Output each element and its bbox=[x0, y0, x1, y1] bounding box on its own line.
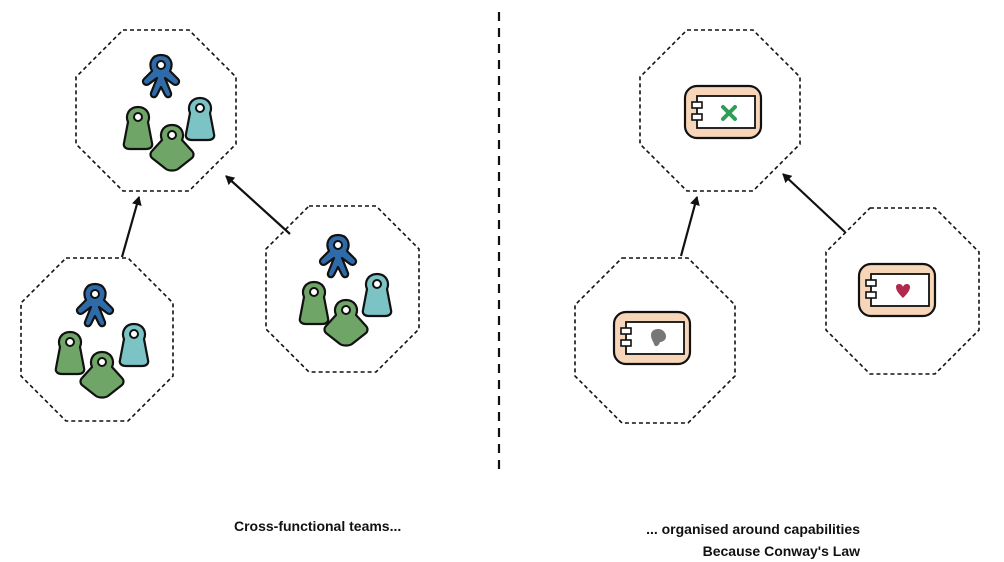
person-green-icon bbox=[122, 105, 154, 151]
person-green-icon bbox=[298, 280, 330, 326]
person-teal-icon bbox=[118, 322, 150, 368]
heart-icon bbox=[896, 284, 910, 298]
x-mark-icon bbox=[721, 105, 737, 121]
person-teal-icon bbox=[184, 96, 216, 142]
component-box bbox=[683, 84, 763, 140]
arrow-cap-left-to-top bbox=[679, 196, 700, 257]
capability-bottom-left bbox=[574, 257, 736, 424]
arrow-cap-right-to-top bbox=[782, 173, 846, 233]
person-green-icon bbox=[54, 330, 86, 376]
team-bottom-left-octagon bbox=[20, 257, 174, 422]
caption-conways-law: Because Conway's Law bbox=[702, 543, 860, 559]
team-bottom-right-octagon bbox=[265, 205, 420, 373]
team-bottom-right bbox=[265, 205, 420, 373]
capability-bottom-right bbox=[825, 207, 980, 375]
arrow-right-to-top bbox=[225, 175, 291, 235]
blob-icon bbox=[651, 329, 667, 347]
person-teal-icon bbox=[361, 272, 393, 318]
caption-capabilities-line1: ... organised around capabilities bbox=[646, 521, 860, 537]
caption-capabilities: ... organised around capabilities Becaus… bbox=[646, 518, 860, 562]
team-top bbox=[75, 29, 237, 192]
capability-top bbox=[639, 29, 801, 192]
arrow-left-to-top bbox=[120, 196, 142, 258]
team-bottom-left bbox=[20, 257, 174, 422]
team-top-octagon bbox=[75, 29, 237, 192]
caption-teams: Cross-functional teams... bbox=[234, 518, 402, 534]
